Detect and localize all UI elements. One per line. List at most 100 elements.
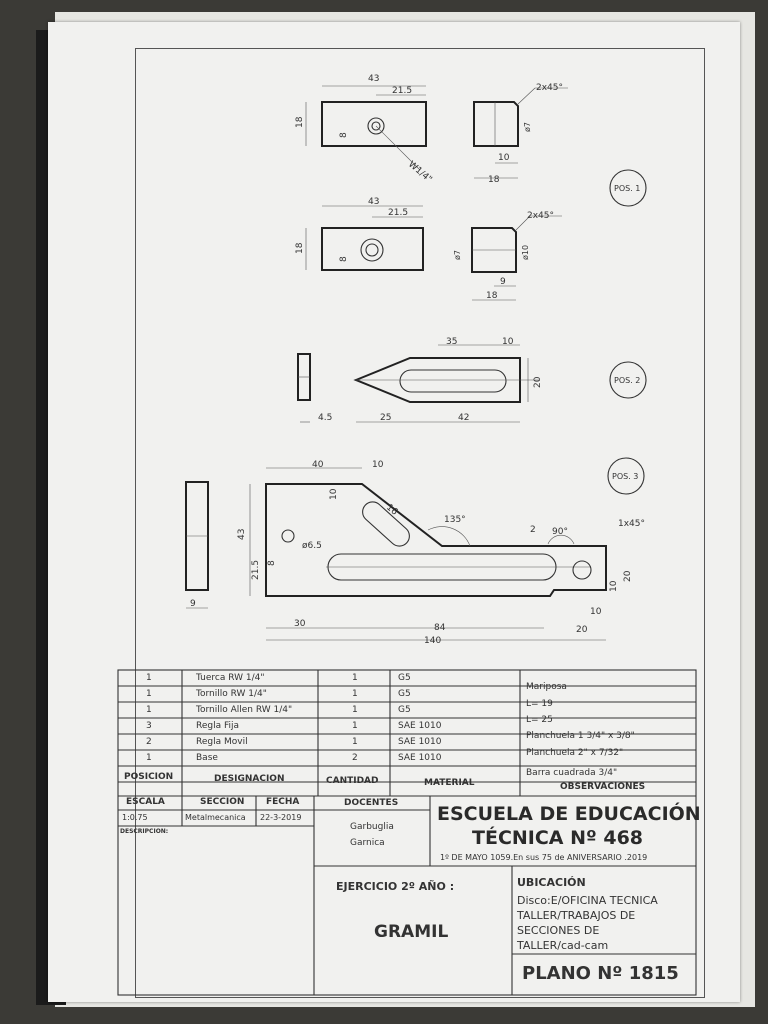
descripcion-label: DESCRIPCION: — [120, 828, 169, 835]
dim-20-p3: 20 — [623, 570, 633, 582]
part-obs: Planchuela 2" x 7/32" — [526, 748, 624, 758]
dim-140: 140 — [424, 636, 441, 646]
part-material: SAE 1010 — [398, 753, 442, 763]
dim-18-side: 18 — [488, 175, 500, 185]
dim-84: 84 — [434, 623, 446, 633]
part-material: G5 — [398, 673, 411, 683]
dim-90: 90° — [552, 527, 568, 537]
part-pos: 1 — [146, 689, 152, 699]
drawing-frame — [135, 48, 705, 998]
dim-8: 8 — [339, 132, 349, 138]
dim-40: 40 — [312, 460, 324, 470]
base-view-side: 2x45° ø7 10 18 — [473, 83, 568, 185]
dim-4-5: 4.5 — [318, 413, 332, 423]
part-name: Base — [196, 753, 218, 763]
dim-135: 135° — [444, 515, 466, 525]
dim-16: 16 — [384, 503, 399, 518]
dim-43-p3: 43 — [237, 529, 247, 540]
part-qty: 2 — [352, 753, 358, 763]
part-obs: L= 25 — [526, 715, 553, 725]
dim-42: 42 — [458, 413, 469, 423]
regla-fija-view: 40 10 43 21.5 10 16 135° 2 90° 1x45° ø6.… — [185, 460, 645, 646]
school-name: ESCUELA DE EDUCACIÓN — [437, 803, 701, 825]
dim-21-5: 21.5 — [392, 86, 412, 96]
part-obs: Planchuela 1 3/4" x 3/8" — [526, 731, 635, 741]
plano-number: PLANO Nº 1815 — [522, 963, 679, 984]
escala-label: ESCALA — [126, 797, 165, 807]
docente-2: Garnica — [350, 838, 385, 848]
header-designacion: DESIGNACION — [214, 774, 285, 784]
header-cantidad: CANTIDAD — [326, 776, 379, 786]
part-material: SAE 1010 — [398, 737, 442, 747]
part-pos: 1 — [146, 753, 152, 763]
part-material: G5 — [398, 689, 411, 699]
part-qty: 1 — [352, 721, 358, 731]
dim-43-b: 43 — [368, 197, 379, 207]
ubicacion-line-3: SECCIONES DE — [517, 924, 600, 937]
dim-10: 10 — [498, 153, 510, 163]
part-obs: L= 19 — [526, 699, 553, 709]
dim-25: 25 — [380, 413, 391, 423]
fecha-value: 22-3-2019 — [260, 813, 302, 822]
dim-8-p3: 8 — [267, 560, 277, 566]
part-pos: 1 — [146, 705, 152, 715]
part-name: Regla Movil — [196, 737, 248, 747]
dim-18: 18 — [295, 116, 305, 128]
part-qty: 1 — [352, 705, 358, 715]
dim-18-b: 18 — [295, 242, 305, 254]
pos-3-label: POS. 3 — [612, 472, 638, 481]
docente-1: Garbuglia — [350, 822, 394, 832]
dim-18-c: 18 — [486, 291, 498, 301]
school-number: TÉCNICA Nº 468 — [472, 827, 644, 849]
part-name: Tornillo RW 1/4" — [196, 689, 267, 699]
dim-21-5-p3: 21.5 — [251, 560, 261, 580]
dim-35: 35 — [446, 337, 457, 347]
drawing-title: GRAMIL — [374, 922, 449, 942]
dim-43: 43 — [368, 74, 379, 84]
dim-9-p3: 9 — [190, 599, 196, 609]
dim-chamfer-2: 2x45° — [527, 211, 554, 221]
dim-chamfer-3: 1x45° — [618, 519, 645, 529]
part-material: SAE 1010 — [398, 721, 442, 731]
escala-value: 1:0.75 — [122, 813, 148, 822]
dim-8-b: 8 — [339, 256, 349, 262]
dim-dia-10: ø10 — [521, 245, 530, 260]
part-name: Regla Fija — [196, 721, 240, 731]
docentes-label: DOCENTES — [344, 798, 399, 808]
part-name: Tuerca RW 1/4" — [196, 673, 265, 683]
ubicacion-line-4: TALLER/cad-cam — [517, 939, 609, 952]
dim-20: 20 — [533, 376, 543, 388]
ubicacion-label: UBICACIÓN — [517, 876, 586, 889]
header-posicion: POSICION — [124, 772, 174, 782]
regla-movil-view: 35 10 20 4.5 25 42 — [297, 337, 543, 423]
part-material: G5 — [398, 705, 411, 715]
dim-2: 2 — [530, 525, 536, 535]
fecha-label: FECHA — [266, 797, 300, 807]
school-address: 1º DE MAYO 1059.En sus 75 de ANIVERSARIO… — [440, 853, 648, 862]
part-pos: 2 — [146, 737, 152, 747]
dim-21-5-b: 21.5 — [388, 208, 408, 218]
part-obs: Barra cuadrada 3/4" — [526, 768, 618, 778]
part-pos: 1 — [146, 673, 152, 683]
ubicacion-line-2: TALLER/TRABAJOS DE — [517, 909, 636, 922]
dim-30: 30 — [294, 619, 306, 629]
part-qty: 1 — [352, 673, 358, 683]
dim-10-side-p3: 10 — [609, 580, 619, 592]
base-view-2: 43 21.5 18 8 — [295, 197, 424, 271]
pos-2-label: POS. 2 — [614, 376, 640, 385]
position-markers — [607, 169, 647, 495]
header-observaciones: OBSERVACIONES — [560, 782, 646, 792]
base-view-top: 43 21.5 18 8 W1/4" — [295, 74, 434, 185]
dim-10-p2: 10 — [502, 337, 514, 347]
part-qty: 1 — [352, 737, 358, 747]
dim-10-slot: 10 — [329, 488, 339, 500]
seccion-value: Metalmecanica — [185, 813, 246, 822]
base-view-2-side: 2x45° ø7 ø10 9 18 — [453, 211, 562, 301]
dim-10-p3: 10 — [372, 460, 384, 470]
dim-dia-7: ø7 — [523, 122, 532, 132]
dim-20-bottom: 20 — [576, 625, 588, 635]
dim-thread: W1/4" — [406, 160, 434, 185]
dim-chamfer-1: 2x45° — [536, 83, 563, 93]
ubicacion-line-1: Disco:E/OFICINA TECNICA — [517, 894, 658, 907]
